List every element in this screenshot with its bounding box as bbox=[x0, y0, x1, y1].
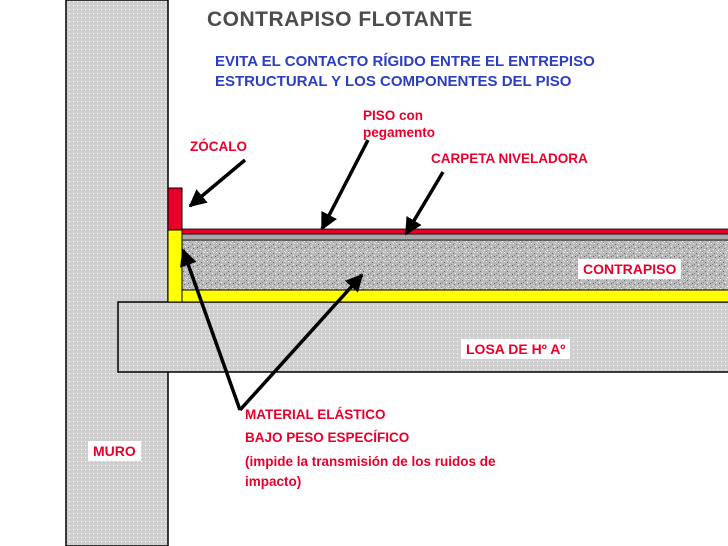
label-carpeta: CARPETA NIVELADORA bbox=[431, 151, 588, 166]
label-material-line-1: MATERIAL ELÁSTICO bbox=[245, 407, 386, 422]
label-piso: PISO con pegamento bbox=[363, 107, 435, 141]
arrow-elastic-vertical bbox=[180, 248, 242, 411]
label-piso-line-2: pegamento bbox=[363, 125, 436, 140]
concrete-slab bbox=[117, 301, 728, 373]
diagram-title: CONTRAPISO FLOTANTE bbox=[207, 8, 473, 31]
floor-tile-layer bbox=[181, 228, 728, 235]
label-contrapiso: CONTRAPISO bbox=[578, 259, 682, 279]
label-zocalo: ZÓCALO bbox=[190, 139, 247, 154]
subtitle-line-2: ESTRUCTURAL Y LOS COMPONENTES DEL PISO bbox=[215, 73, 572, 90]
arrow-piso bbox=[320, 139, 370, 231]
label-material-line-4: impacto) bbox=[245, 474, 302, 489]
label-piso-line-1: PISO con bbox=[363, 108, 424, 123]
skirting-board bbox=[167, 187, 183, 231]
label-muro: MURO bbox=[88, 441, 141, 461]
diagram-subtitle: EVITA EL CONTACTO RÍGIDO ENTRE EL ENTREP… bbox=[215, 52, 595, 92]
arrow-carpeta bbox=[404, 171, 445, 236]
label-material: MATERIAL ELÁSTICO BAJO PESO ESPECÍFICO (… bbox=[245, 403, 496, 492]
subtitle-line-1: EVITA EL CONTACTO RÍGIDO ENTRE EL ENTREP… bbox=[215, 53, 595, 70]
wall bbox=[65, 0, 169, 546]
label-material-line-2: BAJO PESO ESPECÍFICO bbox=[245, 430, 410, 445]
leveling-layer bbox=[181, 233, 728, 241]
label-material-line-3: (impide la transmisión de los ruidos de bbox=[245, 454, 496, 469]
elastic-layer-horizontal bbox=[181, 289, 728, 303]
elastic-layer-vertical bbox=[167, 229, 183, 303]
label-losa: LOSA DE Hº Aº bbox=[461, 339, 571, 359]
arrow-elastic-horizontal bbox=[238, 273, 364, 412]
arrow-zocalo bbox=[188, 158, 247, 208]
